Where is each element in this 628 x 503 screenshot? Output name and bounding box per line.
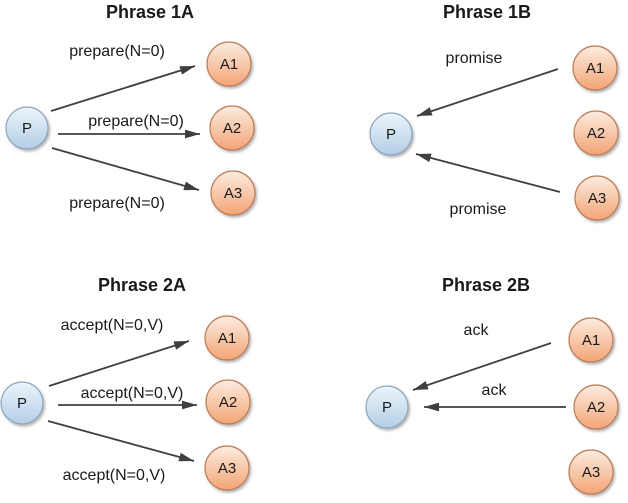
node-label: P [386, 126, 396, 143]
acceptor-circle [210, 170, 256, 216]
message-arrow [412, 342, 552, 391]
node-label: A2 [219, 394, 237, 411]
node-a2: A2 [573, 110, 619, 156]
acceptor-circle [204, 445, 250, 491]
node-a1: A1 [206, 41, 252, 87]
message-label: prepare(N=0) [69, 195, 165, 212]
acceptor-circle [205, 379, 251, 425]
message-arrow [47, 420, 195, 462]
node-label: P [382, 399, 392, 416]
acceptor-circle [572, 45, 618, 91]
node-a2: A2 [205, 379, 251, 425]
node-p: P [0, 381, 44, 425]
message-label: ack [464, 322, 490, 339]
message-arrow [48, 340, 190, 387]
node-a2: A2 [209, 105, 255, 151]
acceptor-circle [574, 175, 620, 221]
node-label: A3 [224, 185, 242, 202]
node-a3: A3 [574, 175, 620, 221]
node-a3: A3 [568, 449, 614, 495]
panel-title: Phrase 1A [106, 2, 194, 22]
acceptor-circle [568, 317, 614, 363]
node-label: A2 [587, 399, 605, 416]
acceptor-circle [206, 41, 252, 87]
node-label: A1 [220, 56, 238, 73]
proposer-circle [369, 112, 413, 156]
panel-phrase-1a: Phrase 1A prepare(N=0) prepare(N=0) prepare… [5, 2, 256, 216]
node-a3: A3 [210, 170, 256, 216]
acceptor-circle [573, 384, 619, 430]
node-label: P [22, 120, 32, 137]
node-label: P [17, 395, 27, 412]
acceptor-circle [573, 110, 619, 156]
acceptor-circle [204, 315, 250, 361]
proposer-circle [5, 106, 49, 150]
panel-title: Phrase 2A [98, 275, 186, 295]
node-p: P [365, 385, 409, 429]
diagram-root: Phrase 1A prepare(N=0) prepare(N=0) prepare… [0, 2, 620, 495]
node-a1: A1 [568, 317, 614, 363]
node-label: A1 [582, 332, 600, 349]
node-a1: A1 [572, 45, 618, 91]
node-label: A2 [587, 125, 605, 142]
node-label: A1 [218, 330, 236, 347]
node-a3: A3 [204, 445, 250, 491]
proposer-circle [0, 381, 44, 425]
panel-title: Phrase 2B [442, 275, 530, 295]
message-label: promise [446, 50, 503, 67]
message-arrow [415, 153, 561, 193]
message-label: accept(N=0,V) [81, 385, 184, 402]
acceptor-circle [568, 449, 614, 495]
proposer-circle [365, 385, 409, 429]
node-label: A2 [223, 120, 241, 137]
message-arrow [416, 68, 559, 117]
node-label: A3 [218, 460, 236, 477]
node-p: P [5, 106, 49, 150]
node-label: A1 [586, 60, 604, 77]
node-a2: A2 [573, 384, 619, 430]
message-label: prepare(N=0) [69, 43, 165, 60]
message-arrow [51, 147, 200, 191]
node-label: A3 [582, 464, 600, 481]
message-label: promise [450, 201, 507, 218]
panel-phrase-2a: Phrase 2A accept(N=0,V) accept(N=0,V) accep… [0, 275, 251, 491]
message-label: ack [482, 382, 508, 399]
message-label: prepare(N=0) [88, 113, 184, 130]
node-label: A3 [588, 190, 606, 207]
panel-title: Phrase 1B [443, 2, 531, 22]
node-a1: A1 [204, 315, 250, 361]
message-arrow [50, 65, 196, 112]
acceptor-circle [209, 105, 255, 151]
message-label: accept(N=0,V) [63, 467, 166, 484]
node-p: P [369, 112, 413, 156]
message-label: accept(N=0,V) [61, 317, 164, 334]
